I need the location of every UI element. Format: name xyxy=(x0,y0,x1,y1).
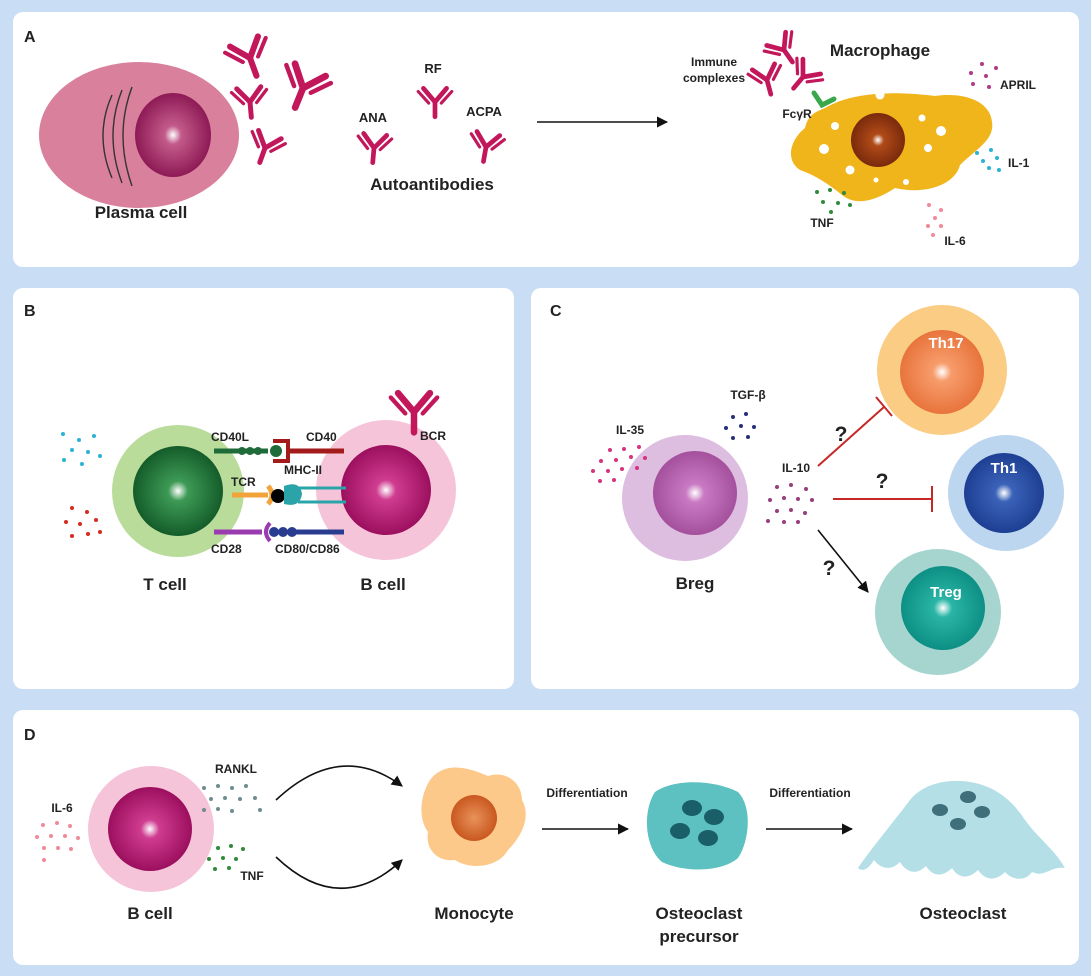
il6-label-d: IL-6 xyxy=(51,801,73,815)
ana-label: ANA xyxy=(359,110,388,125)
inhibit-th17 xyxy=(817,396,893,467)
panel-b-letter: B xyxy=(24,303,36,320)
il10-label: IL-10 xyxy=(782,461,810,475)
il6-dots-a xyxy=(926,203,943,237)
il10-dots xyxy=(766,483,814,524)
panel-b: B T cell B cell BCR CD40L CD40 xyxy=(13,288,514,689)
differentiation-label-1: Differentiation xyxy=(546,786,627,800)
autoantibodies-label: Autoantibodies xyxy=(370,175,494,194)
plasma-cell xyxy=(39,62,239,208)
monocyte xyxy=(421,767,526,866)
treg-label: Treg xyxy=(930,584,962,601)
monocyte-label: Monocyte xyxy=(434,904,513,923)
panel-c: C Breg IL-35 TGF-β IL-10 Th17 Th1 xyxy=(531,288,1079,689)
april-label: APRIL xyxy=(1000,78,1036,92)
cd28-label: CD28 xyxy=(211,542,242,556)
treg-cell xyxy=(875,549,1001,675)
th17-label: Th17 xyxy=(928,335,963,352)
osteoclast-precursor-label-line2: precursor xyxy=(659,927,739,946)
osteoclast-label: Osteoclast xyxy=(920,904,1007,923)
differentiation-label-2: Differentiation xyxy=(769,786,850,800)
macrophage-label: Macrophage xyxy=(830,41,930,60)
panel-a: A Plasma cell ANA RF ACPA Autoantibodies xyxy=(13,12,1079,267)
panel-d-letter: D xyxy=(24,727,36,744)
tgfb-label: TGF-β xyxy=(730,388,765,402)
cytokine-dots-red-b xyxy=(64,506,102,538)
rf-label: RF xyxy=(424,61,441,76)
panel-d-box xyxy=(13,710,1079,965)
cytokine-dots-cyan-b xyxy=(61,432,102,466)
rankl-label: RANKL xyxy=(215,762,257,776)
panel-d: D IL-6 B cell RANKL TNF Monocyte Differe… xyxy=(13,710,1079,965)
immune-complexes-label-line1: Immune xyxy=(691,55,737,69)
osteoclast-precursor xyxy=(646,782,748,870)
panel-a-letter: A xyxy=(24,29,36,46)
bcr-label: BCR xyxy=(420,429,446,443)
panel-b-box xyxy=(13,288,514,689)
b-cell-label-b: B cell xyxy=(360,575,405,594)
arrow-tnf-to-monocyte xyxy=(275,856,403,889)
cd40l-cd40-pair xyxy=(214,439,344,463)
th1-label: Th1 xyxy=(991,460,1018,477)
il1-dots xyxy=(975,148,1001,172)
plasma-cell-label: Plasma cell xyxy=(95,203,188,222)
question-treg: ? xyxy=(823,557,836,580)
tnf-label-a: TNF xyxy=(810,216,833,230)
breg-cell xyxy=(622,435,748,561)
fcgr-label: FcγR xyxy=(782,107,812,121)
tcr-mhc-pair xyxy=(232,484,346,506)
arrow-rankl-to-monocyte xyxy=(275,765,403,801)
cd40l-label: CD40L xyxy=(211,430,249,444)
osteoclast-precursor-label-line1: Osteoclast xyxy=(656,904,743,923)
inhibit-th1 xyxy=(833,486,933,512)
rankl-dots xyxy=(202,784,262,813)
mhc2-label: MHC-II xyxy=(284,463,322,477)
t-cell-label: T cell xyxy=(143,575,186,594)
th17-cell xyxy=(877,305,1007,435)
tgfb-dots xyxy=(724,412,756,440)
tnf-label-d: TNF xyxy=(240,869,263,883)
breg-label: Breg xyxy=(676,574,715,593)
tnf-dots-a xyxy=(815,188,852,214)
tnf-dots-d xyxy=(207,844,245,871)
il35-label: IL-35 xyxy=(616,423,644,437)
acpa-label: ACPA xyxy=(466,104,502,119)
panel-c-letter: C xyxy=(550,303,562,320)
cd40-label: CD40 xyxy=(306,430,337,444)
tcr-label: TCR xyxy=(231,475,256,489)
question-th1: ? xyxy=(876,470,889,493)
th1-cell xyxy=(948,435,1064,551)
question-th17: ? xyxy=(835,423,848,446)
il6-label-a: IL-6 xyxy=(944,234,966,248)
fcgr-receptor xyxy=(811,90,837,109)
b-cell-d xyxy=(88,766,214,892)
cd80-cd86-label: CD80/CD86 xyxy=(275,542,340,556)
t-cell xyxy=(112,425,244,557)
il6-dots-d xyxy=(35,821,80,862)
il1-label: IL-1 xyxy=(1008,156,1030,170)
cd28-cd80-pair xyxy=(214,521,344,543)
immune-complexes-label-line2: complexes xyxy=(683,71,745,85)
il35-dots xyxy=(591,445,647,483)
b-cell-b xyxy=(316,420,456,560)
macrophage xyxy=(790,90,993,202)
osteoclast xyxy=(858,780,1065,879)
b-cell-label-d: B cell xyxy=(127,904,172,923)
april-dots xyxy=(969,62,998,89)
arrow-to-treg xyxy=(817,529,869,593)
